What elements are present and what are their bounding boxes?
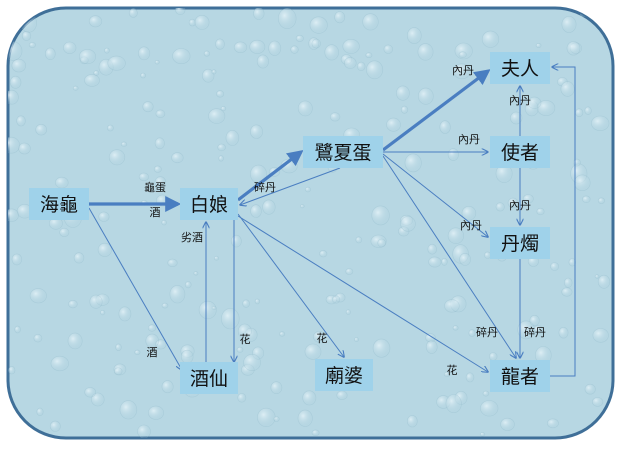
edge-bainiang-to-longzhe — [237, 215, 488, 372]
svg-text:酒仙: 酒仙 — [190, 368, 228, 390]
edge-label-haigui-to-bainiang: 酒 — [150, 206, 161, 219]
svg-text:龍者: 龍者 — [501, 366, 539, 388]
edge-label-ludan-to-longzhe: 碎丹 — [476, 325, 498, 339]
edge-label-bainiang-to-jiuxian: 花 — [240, 333, 251, 346]
edge-bainiang-to-ludan — [237, 150, 304, 202]
edge-label-shizhe-to-furen: 內丹 — [509, 94, 531, 107]
edge-ludan-to-bainiang — [240, 167, 341, 205]
edge-label-ludan-to-danzhu: 內丹 — [460, 219, 482, 232]
node-ludan[interactable]: 鷺夏蛋 — [303, 136, 383, 168]
svg-text:廟婆: 廟婆 — [325, 365, 363, 387]
node-bainiang[interactable]: 白娘 — [180, 188, 238, 220]
edge-label-haigui-to-jiuxian: 酒 — [147, 346, 158, 359]
edge-longzhe-to-furen — [550, 67, 576, 377]
edge-label-haigui-to-bainiang: 龜蛋 — [144, 181, 166, 194]
node-furen[interactable]: 夫人 — [490, 52, 550, 84]
edge-label-danzhu-to-longzhe: 碎丹 — [524, 325, 546, 339]
node-miaopo[interactable]: 廟婆 — [315, 359, 373, 391]
edge-label-ludan-to-furen: 內丹 — [452, 64, 474, 77]
edge-label-ludan-to-bainiang: 碎丹 — [254, 180, 276, 194]
node-danzhu[interactable]: 丹燭 — [490, 227, 550, 259]
edges-layer — [88, 67, 576, 377]
svg-text:白娘: 白娘 — [190, 194, 228, 216]
edge-label-ludan-to-shizhe: 內丹 — [458, 133, 480, 146]
svg-text:丹燭: 丹燭 — [501, 233, 539, 255]
node-jiuxian[interactable]: 酒仙 — [180, 362, 238, 394]
edge-ludan-to-longzhe — [382, 155, 516, 358]
edge-haigui-to-jiuxian — [88, 207, 182, 370]
edge-label-jiuxian-to-bainiang: 劣酒 — [181, 230, 203, 244]
edge-label-bainiang-to-longzhe: 花 — [447, 364, 458, 377]
svg-text:海龜: 海龜 — [40, 194, 78, 216]
node-haigui[interactable]: 海龜 — [29, 188, 89, 220]
svg-text:使者: 使者 — [501, 142, 539, 164]
edge-label-bainiang-to-miaopo: 花 — [317, 332, 328, 345]
svg-text:鷺夏蛋: 鷺夏蛋 — [314, 142, 371, 164]
edge-ludan-to-danzhu — [382, 153, 488, 237]
edge-label-shizhe-to-danzhu: 內丹 — [509, 199, 531, 212]
edge-bainiang-to-miaopo — [237, 213, 344, 357]
node-longzhe[interactable]: 龍者 — [490, 360, 550, 392]
edge-ludan-to-furen — [382, 69, 491, 152]
node-shizhe[interactable]: 使者 — [490, 136, 550, 168]
water-drop-texture — [8, 8, 613, 438]
svg-text:夫人: 夫人 — [501, 58, 539, 80]
